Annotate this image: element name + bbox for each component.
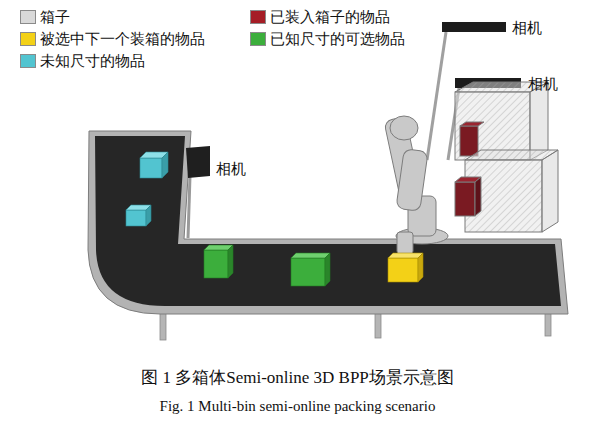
legend-swatch (250, 10, 266, 24)
camera-label: 相机 (528, 75, 558, 93)
legend-swatch (20, 32, 36, 46)
legend-text: 被选中下一个装箱的物品 (40, 30, 205, 48)
legend-text: 已知尺寸的可选物品 (270, 30, 405, 48)
legend-text: 已装入箱子的物品 (270, 8, 390, 26)
caption-english: Fig. 1 Multi-bin semi-online packing sce… (0, 397, 595, 415)
legend-text: 未知尺寸的物品 (40, 52, 145, 70)
camera-label: 相机 (216, 160, 246, 178)
legend-text: 箱子 (40, 8, 70, 26)
camera-label: 相机 (512, 19, 542, 37)
figure-caption: 图 1 多箱体Semi-online 3D BPP场景示意图 (0, 368, 595, 388)
legend-swatch (20, 10, 36, 24)
legend-swatch (20, 54, 36, 68)
legend-swatch (250, 32, 266, 46)
